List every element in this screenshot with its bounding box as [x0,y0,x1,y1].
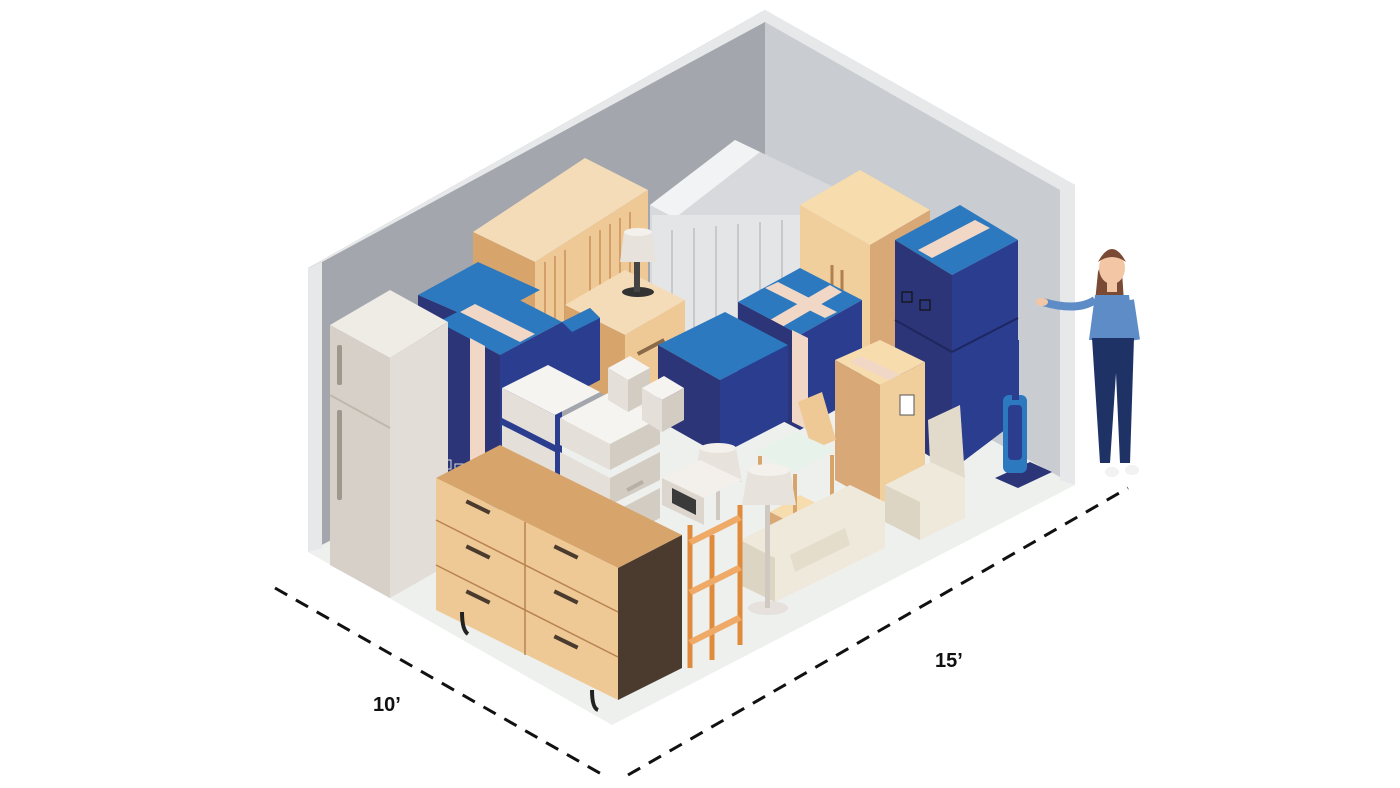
blue-box-center [658,312,788,455]
white-box-left-top [502,365,600,445]
dimension-lines: 10’ 15’ [274,486,1129,777]
top-wall-edge-right [765,10,1075,190]
width-dimension-line [274,586,604,777]
armchair [885,405,965,540]
length-dimension-line [627,486,1129,777]
width-dimension-label: 10’ [373,694,401,716]
white-small-boxes [608,356,684,432]
refrigerator [329,290,448,598]
vacuum-cleaner [995,325,1052,488]
dresser [435,445,682,712]
microwave [662,460,742,525]
floor-lamp-front [742,464,796,615]
cardboard-box-tall [835,340,925,505]
length-dimension-label: 15’ [935,650,963,672]
table-lamp [620,228,656,297]
person-figure [1036,249,1140,477]
right-wall-edge [1060,180,1075,485]
wooden-shelf [687,505,743,668]
white-box-right-mid [560,452,660,505]
left-wall-edge [308,262,322,552]
wooden-chair [755,392,836,515]
top-wall-edge-left [308,10,765,268]
